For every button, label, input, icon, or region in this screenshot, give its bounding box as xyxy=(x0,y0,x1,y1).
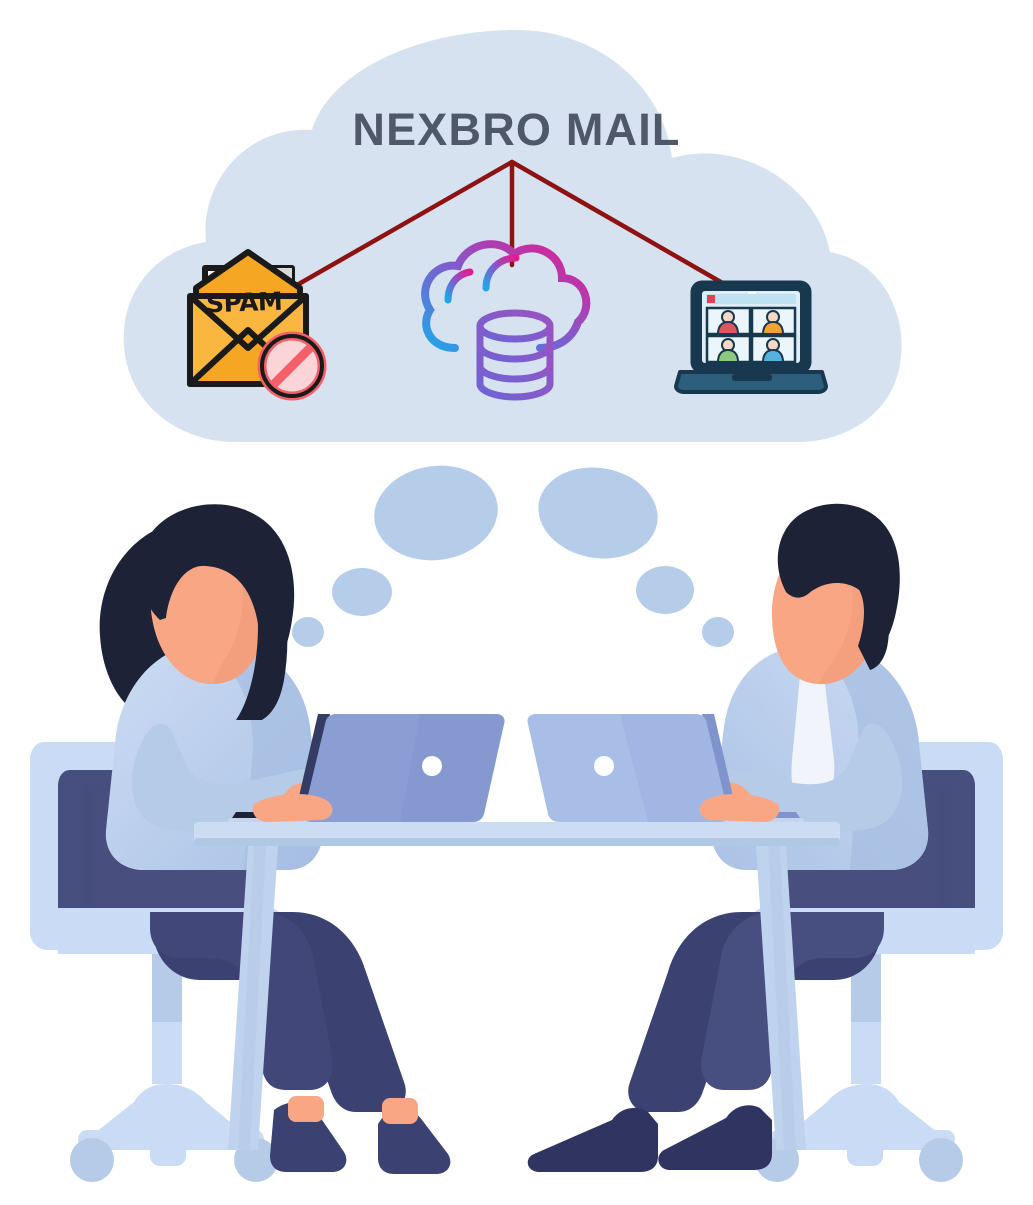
bubble-large-right xyxy=(538,467,658,559)
person-left xyxy=(99,504,451,1174)
laptop-lid xyxy=(527,714,729,822)
trousers xyxy=(628,912,884,1112)
caster-wheel xyxy=(919,1138,963,1182)
shoe xyxy=(658,1105,772,1170)
laptop-logo-icon xyxy=(422,756,442,776)
trousers xyxy=(150,912,406,1112)
caster-wheel xyxy=(70,1138,114,1182)
avatar-1 xyxy=(716,310,740,335)
avatar-2 xyxy=(761,310,785,335)
connector-to-video xyxy=(509,159,729,288)
shared-desk xyxy=(194,822,840,1150)
spam-envelope-icon xyxy=(187,249,327,401)
database-cylinder-icon xyxy=(476,309,554,401)
bubble-large-left xyxy=(374,465,498,561)
thought-bubbles xyxy=(292,465,734,647)
bubble-small-right xyxy=(702,617,734,647)
shoe xyxy=(378,1107,451,1174)
hands-on-keyboard xyxy=(252,794,780,822)
hair xyxy=(777,503,900,654)
bubble-small-left xyxy=(292,617,324,647)
trousers-front xyxy=(701,912,884,1090)
bubble-medium-left xyxy=(332,568,392,616)
video-conference-laptop-icon xyxy=(674,280,828,394)
tie xyxy=(791,654,835,812)
shoe xyxy=(527,1107,658,1172)
bubble-medium-right xyxy=(636,566,694,614)
trousers-front xyxy=(150,912,333,1090)
shoe xyxy=(270,1102,347,1172)
connector-to-spam xyxy=(294,159,515,288)
laptop-logo-icon xyxy=(594,756,614,776)
avatar-3 xyxy=(716,338,740,363)
avatar-4 xyxy=(761,338,785,363)
cloud-database-icon xyxy=(421,240,591,352)
hair-front xyxy=(140,504,295,678)
